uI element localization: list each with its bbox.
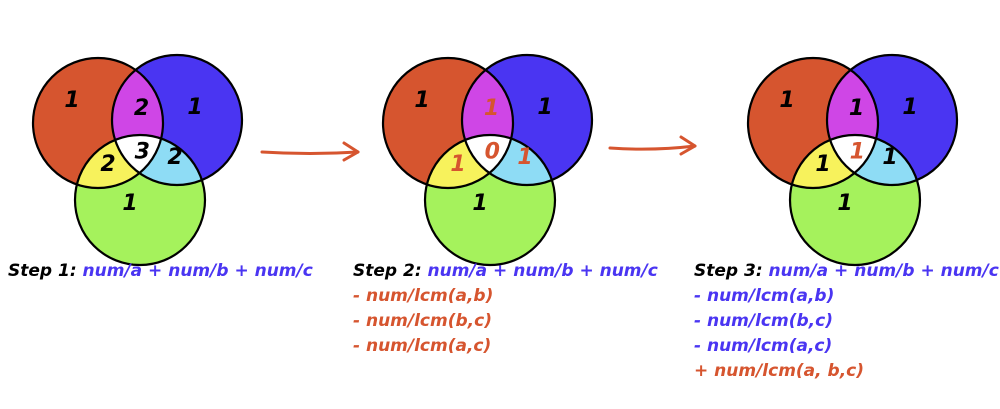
caption-step-3-formula: num/a + num/b + num/c bbox=[762, 261, 999, 281]
circle-b-outline bbox=[110, 53, 244, 187]
caption-step-1: Step 1: num/a + num/b + num/c bbox=[8, 259, 313, 284]
caption-step-2-formula: num/a + num/b + num/c bbox=[421, 261, 658, 281]
label-ab: 2 bbox=[134, 96, 149, 121]
caption-step-3-line-5: + num/lcm(a, b,c) bbox=[694, 361, 864, 381]
caption-step-2-line-1: Step 2: num/a + num/b + num/c bbox=[353, 259, 658, 284]
caption-step-2-line-3: - num/lcm(b,c) bbox=[353, 311, 492, 331]
label-ab: 1 bbox=[849, 96, 864, 121]
label-a-only: 1 bbox=[779, 88, 794, 113]
label-bc: 1 bbox=[517, 145, 532, 170]
label-ac: 1 bbox=[450, 152, 465, 177]
caption-step-3-label: Step 3: bbox=[694, 261, 763, 281]
region-ac bbox=[790, 135, 878, 188]
label-c-only: 1 bbox=[837, 191, 852, 216]
label-abc: 0 bbox=[485, 140, 500, 165]
arrow-step2-to-step3 bbox=[608, 135, 697, 156]
label-b-only: 1 bbox=[187, 95, 202, 120]
caption-step-1-label: Step 1: bbox=[8, 261, 77, 281]
caption-step-3: Step 3: num/a + num/b + num/c - num/lcm(… bbox=[694, 259, 999, 384]
region-ac bbox=[75, 135, 163, 188]
region-bc bbox=[112, 135, 205, 185]
region-bc bbox=[827, 135, 920, 185]
caption-step-3-line-3: - num/lcm(b,c) bbox=[694, 311, 833, 331]
caption-step-2-label: Step 2: bbox=[353, 261, 422, 281]
circle-a-outline bbox=[746, 56, 880, 190]
caption-step-2: Step 2: num/a + num/b + num/c - num/lcm(… bbox=[353, 259, 658, 359]
region-ac bbox=[425, 135, 513, 188]
label-ab: 1 bbox=[484, 96, 499, 121]
label-ac: 2 bbox=[100, 152, 115, 177]
label-a-only: 1 bbox=[414, 88, 429, 113]
caption-step-2-line-4: - num/lcm(a,c) bbox=[353, 336, 492, 356]
label-ac: 1 bbox=[815, 152, 830, 177]
label-c-only: 1 bbox=[122, 191, 137, 216]
caption-step-3-line-1: Step 3: num/a + num/b + num/c bbox=[694, 259, 999, 284]
circle-c-outline bbox=[423, 133, 557, 267]
caption-step-3-line-4: - num/lcm(a,c) bbox=[694, 336, 833, 356]
label-b-only: 1 bbox=[537, 95, 552, 120]
label-bc: 2 bbox=[167, 145, 182, 170]
caption-step-1-line-1: Step 1: num/a + num/b + num/c bbox=[8, 259, 313, 284]
label-bc: 1 bbox=[882, 145, 897, 170]
circle-a-outline bbox=[381, 56, 515, 190]
label-a-only: 1 bbox=[64, 88, 79, 113]
circle-a-outline bbox=[31, 56, 165, 190]
caption-step-3-line-2: - num/lcm(a,b) bbox=[694, 286, 835, 306]
circle-c-outline bbox=[73, 133, 207, 267]
caption-step-1-formula: num/a + num/b + num/c bbox=[76, 261, 313, 281]
region-bc bbox=[462, 135, 555, 185]
label-b-only: 1 bbox=[902, 95, 917, 120]
label-abc: 3 bbox=[135, 140, 150, 165]
circle-b-outline bbox=[460, 53, 594, 187]
label-c-only: 1 bbox=[472, 191, 487, 216]
label-abc: 1 bbox=[850, 140, 865, 165]
circle-b-outline bbox=[825, 53, 959, 187]
circle-c-outline bbox=[788, 133, 922, 267]
caption-step-2-line-2: - num/lcm(a,b) bbox=[353, 286, 494, 306]
arrow-step1-to-step2 bbox=[260, 141, 360, 162]
